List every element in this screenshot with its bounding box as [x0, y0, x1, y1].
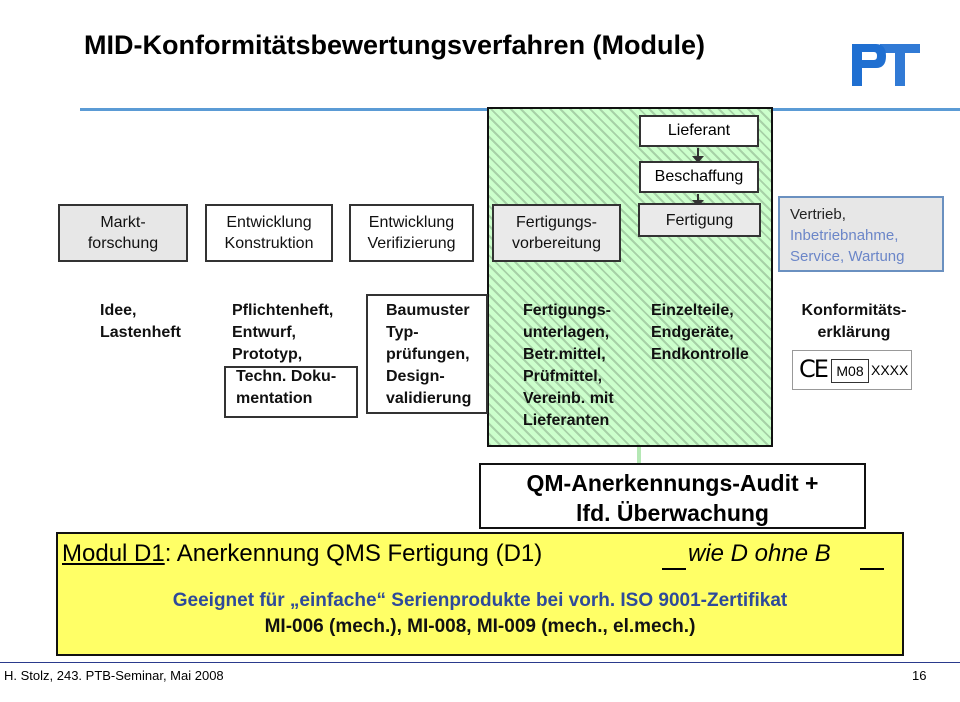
- stage-label: Verifizierung: [367, 235, 456, 252]
- output-line: Prototyp,: [232, 346, 303, 363]
- arrow-line: [697, 148, 699, 160]
- output-type-frame: [366, 294, 488, 414]
- footer-credit: H. Stolz, 243. PTB-Seminar, Mai 2008: [4, 668, 224, 683]
- procurement-box: Beschaffung: [639, 161, 759, 193]
- stage-label: Fertigungs-: [516, 214, 597, 231]
- metrology-mark: M08: [831, 359, 869, 383]
- output-line: Endgeräte,: [651, 324, 734, 341]
- output-line: Idee,: [100, 302, 137, 319]
- stage-label: vorbereitung: [512, 235, 601, 252]
- module-comparison: wie D ohne B: [688, 540, 831, 567]
- stage-label: Markt-: [100, 214, 146, 231]
- page-number: 16: [912, 668, 927, 683]
- arrow-line: [697, 194, 699, 204]
- output-line: erklärung: [817, 324, 891, 341]
- output-line: unterlagen,: [523, 324, 610, 341]
- output-production-docs: Fertigungs- unterlagen, Betr.mittel, Prü…: [523, 300, 635, 432]
- stage-label: Service, Wartung: [790, 248, 905, 265]
- output-line: Typ-: [386, 324, 419, 341]
- output-line: Fertigungs-: [523, 302, 611, 319]
- output-spec: Pflichtenheft, Entwurf, Prototyp, Techn.…: [232, 300, 360, 410]
- stage-distribution-service: Vertrieb, Inbetriebnahme, Service, Wartu…: [778, 196, 944, 272]
- stage-label: Vertrieb,: [790, 206, 846, 223]
- stage-production: Fertigung: [638, 203, 761, 237]
- stage-production-preparation: Fertigungs-vorbereitung: [492, 204, 621, 262]
- stage-label: Fertigung: [665, 211, 734, 229]
- connector-line: [637, 447, 641, 463]
- output-idea: Idee, Lastenheft: [100, 300, 210, 344]
- output-line: Prüfmittel,: [523, 368, 603, 385]
- stage-label: Entwicklung: [368, 214, 455, 231]
- qm-line: QM-Anerkennungs-Audit +: [526, 470, 819, 496]
- output-spec-frame: [224, 366, 358, 418]
- module-note-instruments: MI-006 (mech.), MI-008, MI-009 (mech., e…: [264, 616, 696, 637]
- output-type: Baumuster Typ- prüfungen, Design- validi…: [386, 300, 490, 410]
- supplier-box: Lieferant: [639, 115, 759, 147]
- output-parts: Einzelteile, Endgeräte, Endkontrolle: [651, 300, 771, 366]
- output-line: Einzelteile,: [651, 302, 734, 319]
- arrow-down-icon: [692, 156, 704, 163]
- stage-label: Konstruktion: [224, 235, 314, 252]
- supplier-label: Lieferant: [667, 122, 731, 139]
- footer-divider: [0, 662, 960, 663]
- output-line: Baumuster: [386, 302, 470, 319]
- stage-market-research: Markt-forschung: [58, 204, 188, 262]
- module-name: Modul D1: [62, 540, 165, 567]
- output-line: Design-: [386, 368, 445, 385]
- output-line: Pflichtenheft,: [232, 302, 334, 319]
- page-title: MID-Konformitätsbewertungsverfahren (Mod…: [84, 30, 706, 60]
- dash-right: [860, 568, 884, 570]
- ptb-logo: [846, 38, 924, 88]
- qm-line: lfd. Überwachung: [576, 500, 769, 526]
- output-line: Betr.mittel,: [523, 346, 606, 363]
- module-description: : Anerkennung QMS Fertigung (D1): [164, 540, 543, 567]
- module-heading: Modul D1: Anerkennung QMS Fertigung (D1): [62, 540, 542, 568]
- output-line: Vereinb. mit: [523, 390, 614, 407]
- output-line: Lastenheft: [100, 324, 181, 341]
- output-line: Konformitäts-: [801, 302, 907, 319]
- output-line: Techn. Doku-: [236, 368, 337, 385]
- procurement-label: Beschaffung: [654, 168, 744, 185]
- output-line: Entwurf,: [232, 324, 296, 341]
- stage-label: forschung: [87, 235, 159, 252]
- notified-body-number: XXXX: [871, 362, 909, 378]
- output-line: mentation: [236, 390, 313, 407]
- output-conformity: Konformitäts- erklärung: [784, 300, 924, 344]
- output-line: Endkontrolle: [651, 346, 749, 363]
- ce-mark-icon: CE: [799, 355, 829, 383]
- output-line: validierung: [386, 390, 472, 407]
- output-line: prüfungen,: [386, 346, 470, 363]
- ce-marking: CE M08 XXXX: [792, 350, 912, 390]
- output-line: Lieferanten: [523, 412, 610, 429]
- qm-audit-box: QM-Anerkennungs-Audit + lfd. Überwachung: [479, 463, 866, 529]
- dash-left: [662, 568, 686, 570]
- stage-label: Inbetriebnahme,: [790, 227, 899, 244]
- module-box: [56, 532, 904, 656]
- module-note-suitability: Geeignet für „einfache“ Serienprodukte b…: [172, 590, 788, 611]
- stage-label: Entwicklung: [226, 214, 312, 231]
